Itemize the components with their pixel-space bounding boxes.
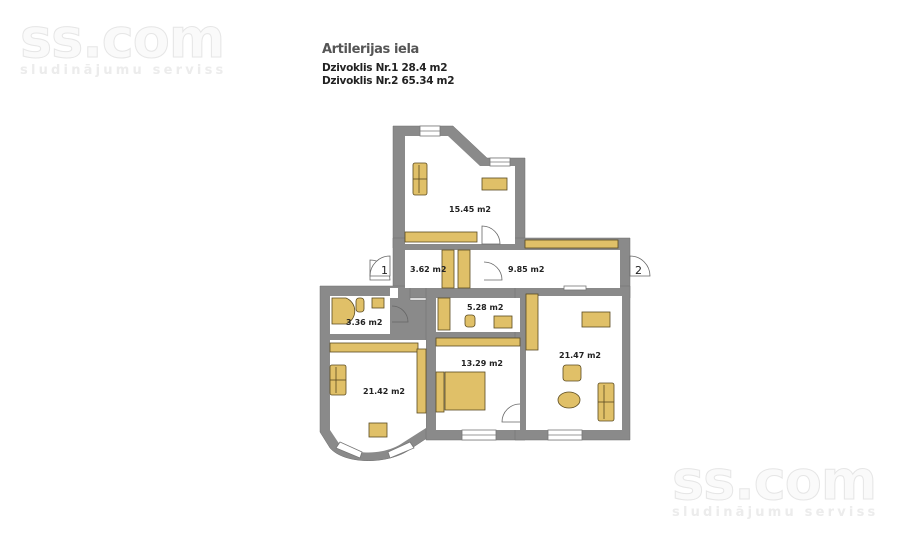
watermark-brand: ss.com xyxy=(671,449,877,512)
living-right-area: 21.47 m2 xyxy=(559,351,601,360)
watermark-tagline: sludinājumu serviss xyxy=(20,63,227,78)
entrance-1-number: 1 xyxy=(381,264,388,277)
apartment-1-label: Dzivoklis Nr.1 28.4 m2 xyxy=(322,62,448,74)
watermark-tagline: sludinājumu serviss xyxy=(672,505,879,520)
living-left-area: 21.42 m2 xyxy=(363,387,405,396)
hall-left-area: 3.62 m2 xyxy=(410,265,446,274)
furniture xyxy=(329,162,619,438)
watermark-bottom: ss.com sludinājumu serviss xyxy=(671,449,879,520)
bath-left-area: 3.36 m2 xyxy=(346,318,382,327)
plan-header: Artilerijas iela Dzivoklis Nr.1 28.4 m2 … xyxy=(322,42,455,88)
street-title: Artilerijas iela xyxy=(322,42,419,57)
room-labels: 15.45 m2 3.62 m2 9.85 m2 3.36 m2 5.28 m2… xyxy=(346,205,601,396)
room-upper-area: 15.45 m2 xyxy=(449,205,491,214)
bedroom-area: 13.29 m2 xyxy=(461,359,503,368)
watermark-brand: ss.com xyxy=(19,7,225,70)
windows xyxy=(335,125,587,459)
hall-right-area: 9.85 m2 xyxy=(508,265,544,274)
apartment-2-label: Dzivoklis Nr.2 65.34 m2 xyxy=(322,75,455,87)
entrance-labels: 1 2 xyxy=(381,264,642,277)
doors xyxy=(369,225,651,423)
bath-middle-area: 5.28 m2 xyxy=(467,303,503,312)
entrance-2-number: 2 xyxy=(635,264,642,277)
watermark-top: ss.com sludinājumu serviss xyxy=(19,7,227,78)
